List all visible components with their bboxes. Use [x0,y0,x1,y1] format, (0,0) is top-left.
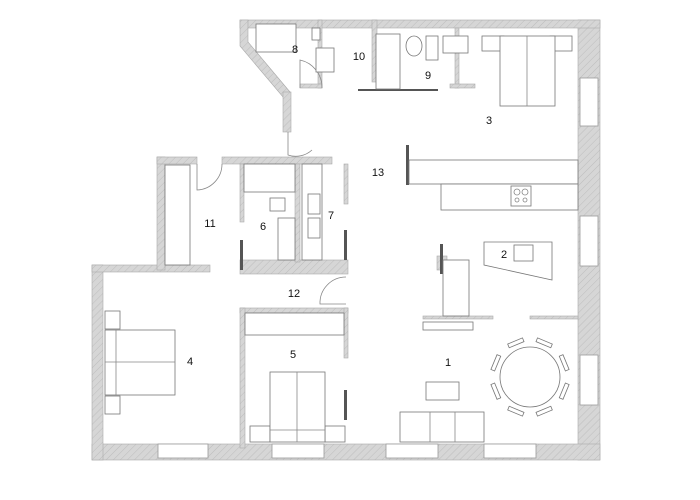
nightstand [104,310,121,330]
sink-7 [307,217,321,239]
door-room-8 [299,59,323,89]
entry-wall [282,91,292,133]
wardrobe-11 [164,164,191,266]
room-label-2: 2 [501,249,507,261]
shower-6 [277,217,296,261]
toilet-6 [269,197,286,212]
bidet [425,35,439,61]
sink-7 [307,193,321,215]
entrance-door [287,132,313,157]
kitchen-counter [440,183,579,211]
room-6-west-wall [239,163,245,223]
storage-unit [442,259,470,317]
nightstand [249,425,271,443]
room-6-7-south-wall [239,259,349,275]
bed-room-4 [104,329,176,396]
room-11-north-wall [156,156,198,165]
room-6-north-wall [221,156,333,165]
sliding-panel-13 [406,145,409,185]
kitchen-counter-upper [408,159,579,185]
room-11-west-wall [156,156,166,271]
window [385,443,439,459]
west-wall [91,264,104,461]
sliding-panel-6 [240,240,243,270]
room-labels: 1 2 3 4 5 6 7 8 9 10 11 12 13 [187,44,507,369]
cooktop-icon [510,185,532,207]
dining-chair [558,354,570,372]
window [271,443,325,459]
window [483,443,537,459]
coffee-table [425,381,460,401]
room-label-5: 5 [290,349,296,361]
bed-room-3 [499,35,556,107]
dining-chair [558,382,570,400]
doors [196,59,443,420]
room-5-north-wall [239,307,349,314]
closet-6 [243,163,296,193]
sliding-door-room-9 [358,89,438,91]
room-label-7: 7 [328,210,334,222]
room-5-east-wall [343,307,349,359]
sofa [399,411,485,443]
window [579,77,599,127]
island-sink [513,244,534,262]
room-label-1: 1 [445,357,451,369]
room-label-6: 6 [260,221,266,233]
toilet [311,27,321,41]
furniture [104,23,579,443]
dining-chair [507,337,525,349]
dining-chair [490,354,502,372]
room-label-10: 10 [353,51,365,63]
partition-1 [422,315,494,320]
closet [255,23,297,53]
wardrobe-5 [244,312,345,336]
nightstand [104,395,121,415]
room-8-south-wall [299,83,323,89]
room-label-12: 12 [288,288,300,300]
room-label-3: 3 [486,115,492,127]
room-5-west-wall [239,307,246,449]
north-wall-room-3 [374,19,601,29]
shower-9 [375,33,401,90]
window [579,215,599,267]
room-label-8: 8 [292,44,298,56]
dining-chair [535,405,553,417]
window [157,443,209,459]
room-4-north-wall [91,264,211,273]
room-label-11: 11 [204,218,215,230]
window [579,354,599,406]
partition-2 [529,315,579,320]
room-label-13: 13 [372,167,384,179]
sliding-panel-5 [344,390,347,420]
door-room-11 [196,163,223,191]
sliding-panel-7 [344,230,347,260]
console-table [422,321,474,331]
windows [157,77,599,459]
dining-chair [507,405,525,417]
door-room-12 [319,276,347,305]
shower [315,47,335,73]
room-label-9: 9 [425,70,431,82]
room-7-east-wall [343,163,349,205]
dining-chair [535,337,553,349]
dining-table [499,346,561,408]
room-label-4: 4 [187,356,193,368]
sliding-panel-1 [440,244,443,274]
bed-room-5 [269,371,326,443]
sink-icon [442,35,469,54]
toilet-icon [405,35,423,57]
nightstand [324,425,346,443]
room-6-7-divider [294,163,301,263]
room-9-south-wall [449,83,476,89]
dining-chair [490,382,502,400]
